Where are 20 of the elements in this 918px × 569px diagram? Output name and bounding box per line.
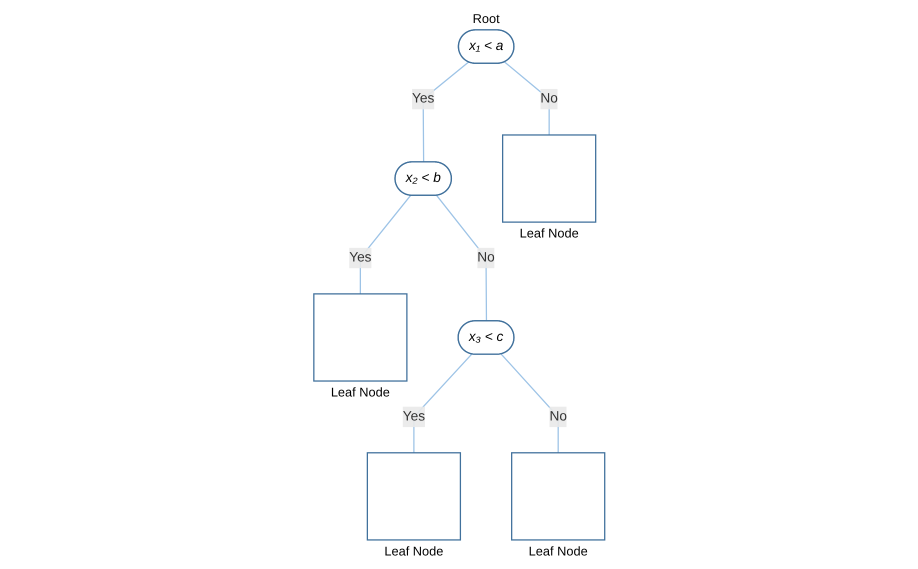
connector bbox=[359, 194, 411, 294]
node-caption: Root bbox=[472, 10, 500, 26]
connector bbox=[500, 353, 559, 452]
node-caption: Leaf Node bbox=[384, 542, 444, 558]
connector bbox=[422, 61, 469, 162]
node-box bbox=[312, 292, 408, 382]
edge-label: Yes bbox=[348, 250, 372, 264]
edge-label: No bbox=[549, 408, 567, 424]
node-caption: Leaf Node bbox=[519, 225, 578, 240]
node-caption: Leaf Node bbox=[330, 384, 390, 399]
node-box bbox=[510, 452, 606, 540]
edge-label: No bbox=[540, 90, 558, 106]
node-box bbox=[366, 452, 461, 540]
edge-label: No bbox=[477, 250, 494, 264]
edge-label: Yes bbox=[412, 90, 434, 106]
connector bbox=[412, 353, 472, 452]
node-box bbox=[502, 134, 596, 222]
edge-label: Yes bbox=[402, 408, 425, 424]
connector bbox=[436, 194, 487, 321]
node-caption: Leaf Node bbox=[528, 542, 588, 558]
